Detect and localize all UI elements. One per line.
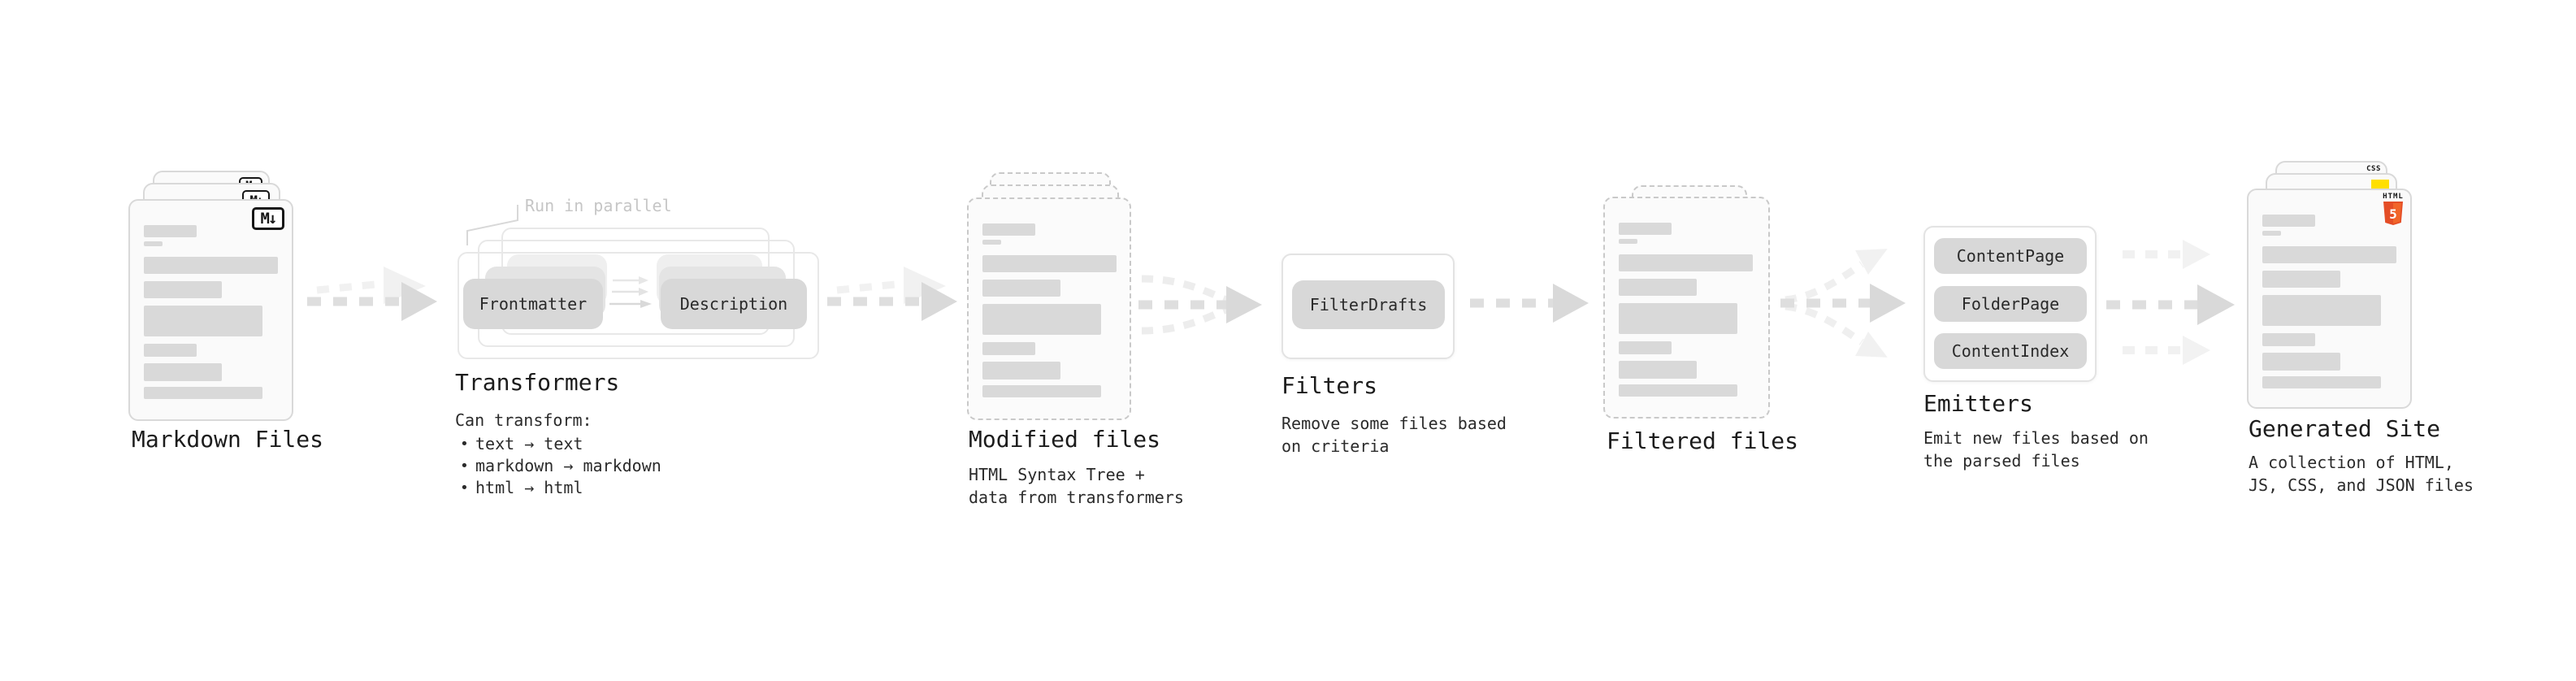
arrow-markdown-to-transformers <box>307 267 437 321</box>
transformers-bullet-list: text → text markdown → markdown html → h… <box>453 433 661 499</box>
skeleton-text-bar <box>2262 295 2381 326</box>
skeleton-text-bar <box>982 240 1001 245</box>
desc-line: data from transformers <box>969 488 1184 507</box>
skeleton-text-bar <box>1619 303 1737 334</box>
modified-file-card-front <box>967 197 1131 420</box>
skeleton-text-bar <box>1619 361 1697 379</box>
desc-line: HTML Syntax Tree + <box>969 465 1145 484</box>
fan-out-curve-top <box>1785 261 1864 304</box>
skeleton-text-bar <box>144 306 262 336</box>
generated-file-card-front: HTML 5 <box>2247 189 2412 409</box>
modified-desc: HTML Syntax Tree + data from transformer… <box>969 463 1184 509</box>
skeleton-text-bar <box>2262 215 2315 227</box>
stage-label-filters: Filters <box>1281 372 1378 399</box>
markdown-file-card-front: M↓ <box>128 199 293 421</box>
stage-label-generated-site: Generated Site <box>2249 415 2441 442</box>
skeleton-text-bar <box>982 385 1101 397</box>
arrow-dark-main <box>827 282 957 321</box>
skeleton-text-bar <box>144 225 197 237</box>
skeleton-text-bar <box>1619 223 1672 235</box>
arrow-head <box>1553 284 1589 323</box>
stage-label-transformers: Transformers <box>455 369 620 396</box>
filtered-file-card-front <box>1603 197 1770 419</box>
desc-line: Emit new files based on <box>1923 428 2149 448</box>
skeleton-text-bar <box>982 342 1035 355</box>
skeleton-text-bar <box>2262 353 2340 371</box>
arrow-filters-to-filtered <box>1470 284 1589 323</box>
transformer-pill-description: Description <box>661 279 807 329</box>
stage-label-modified-files: Modified files <box>969 426 1161 453</box>
fan-in-curve-top <box>1141 275 1228 304</box>
fan-in-curve-bottom <box>1141 306 1228 335</box>
desc-line: on criteria <box>1281 436 1390 456</box>
emitter-pill-contentindex: ContentIndex <box>1934 333 2087 369</box>
css-badge-label: CSS <box>2366 165 2381 173</box>
desc-line: Remove some files based <box>1281 414 1507 433</box>
skeleton-text-bar <box>1619 384 1737 397</box>
skeleton-text-bar <box>144 257 278 274</box>
emitter-pill-contentpage: ContentPage <box>1934 238 2087 274</box>
arrow-dark-main <box>307 282 437 321</box>
skeleton-text-bar <box>2262 333 2315 346</box>
skeleton-text-bar <box>982 223 1035 236</box>
arrow-light-bottom <box>2123 336 2210 365</box>
skeleton-text-bar <box>1619 239 1637 244</box>
arrow-head-light <box>1855 331 1888 358</box>
html5-badge-label: HTML <box>2383 193 2404 201</box>
stage-label-filtered-files: Filtered files <box>1607 427 1799 454</box>
skeleton-text-bar <box>144 241 163 246</box>
arrow-head <box>1226 286 1262 323</box>
skeleton-text-bar <box>2262 231 2281 236</box>
transformers-desc-title: Can transform: <box>455 410 592 430</box>
run-in-parallel-note: Run in parallel <box>525 196 672 215</box>
desc-line: JS, CSS, and JSON files <box>2249 475 2474 495</box>
bullet-item: markdown → markdown <box>453 455 661 477</box>
filters-desc: Remove some files based on criteria <box>1281 412 1507 458</box>
arrow-filtered-to-emitters <box>1780 249 1906 358</box>
transformer-pill-frontmatter: Frontmatter <box>463 279 603 329</box>
skeleton-text-bar <box>144 344 197 357</box>
skeleton-text-bar <box>1619 254 1753 271</box>
skeleton-text-bar <box>1619 341 1672 354</box>
arrow-dark-main <box>2106 284 2235 325</box>
bullet-item: html → html <box>453 477 661 499</box>
transformer-container-front <box>458 252 819 359</box>
arrow-head-light <box>1855 249 1888 275</box>
html5-shield: 5 <box>2383 202 2403 225</box>
markdown-icon: M↓ <box>252 207 284 230</box>
stage-label-emitters: Emitters <box>1923 390 2033 417</box>
arrow-head <box>1870 284 1906 323</box>
bullet-item: text → text <box>453 433 661 455</box>
skeleton-text-bar <box>144 387 262 399</box>
arrow-transformers-to-modified <box>827 267 957 321</box>
desc-line: A collection of HTML, <box>2249 453 2454 472</box>
arrow-emitters-to-generated <box>2106 240 2235 365</box>
skeleton-text-bar <box>2262 376 2381 388</box>
emitters-desc: Emit new files based on the parsed files <box>1923 427 2149 472</box>
skeleton-text-bar <box>1619 279 1697 296</box>
skeleton-text-bar <box>982 304 1101 335</box>
fan-out-curve-bottom <box>1785 302 1864 345</box>
skeleton-text-bar <box>144 281 222 298</box>
arrow-modified-to-filters <box>1138 275 1262 335</box>
skeleton-text-bar <box>982 255 1117 272</box>
filter-pill-filterdrafts: FilterDrafts <box>1292 280 1445 329</box>
callout-line <box>466 205 518 245</box>
html5-number: 5 <box>2389 206 2397 222</box>
skeleton-text-bar <box>2262 246 2396 263</box>
desc-line: the parsed files <box>1923 451 2080 471</box>
emitter-pill-folderpage: FolderPage <box>1934 286 2087 322</box>
generated-desc: A collection of HTML, JS, CSS, and JSON … <box>2249 451 2474 497</box>
skeleton-text-bar <box>982 362 1060 380</box>
skeleton-text-bar <box>2262 271 2340 288</box>
skeleton-text-bar <box>982 280 1060 297</box>
html5-file-icon: HTML 5 <box>2383 193 2404 225</box>
stage-label-markdown-files: Markdown Files <box>132 426 324 453</box>
arrow-light-top <box>2123 240 2210 269</box>
skeleton-text-bar <box>144 363 222 381</box>
parallel-arrows-icon <box>609 276 652 308</box>
